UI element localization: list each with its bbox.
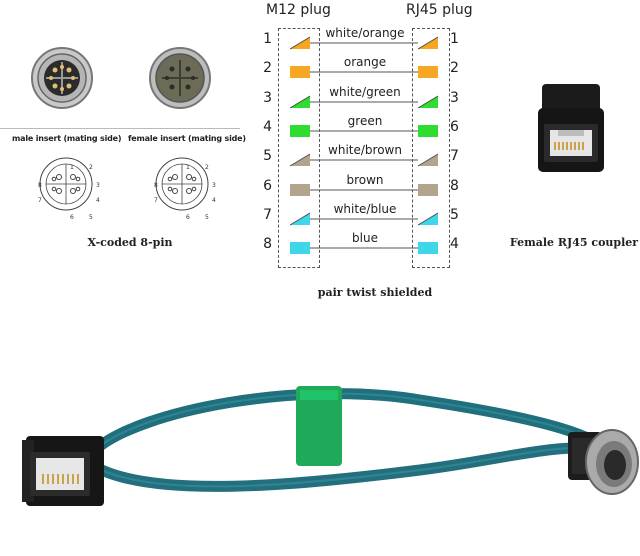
wire-color-label: white/orange	[325, 26, 405, 40]
pinout-pin-number: 8	[154, 182, 158, 189]
wire-color-swatch	[290, 66, 310, 79]
m12-pin-number: 8	[263, 236, 272, 253]
wire-color-swatch	[290, 124, 310, 137]
pinout-pin-number: 4	[212, 197, 216, 204]
pinout-pin-number: 5	[89, 214, 93, 221]
wire-color-label: white/green	[329, 84, 401, 99]
m12-connectors-panel: male insert (mating side) female insert …	[0, 0, 246, 260]
wire-color-swatch	[418, 242, 438, 255]
pinout-pin-number: 8	[38, 182, 42, 189]
wire-color-swatch	[290, 242, 310, 255]
m12-pin-number: 1	[263, 31, 272, 47]
wire-color-swatch	[418, 66, 438, 79]
wire-color-label: white/blue	[333, 201, 397, 216]
wiring-caption: pair twist shielded	[317, 286, 433, 299]
female-insert-label: female insert (mating side)	[128, 134, 246, 143]
pinout-pin-number: 5	[205, 214, 209, 221]
wire-color-label: brown	[346, 172, 384, 187]
male-insert-photo	[31, 47, 93, 109]
male-pinout-diagram	[39, 157, 93, 211]
m12-pin-number: 6	[263, 177, 272, 194]
pinout-pin-number: 1	[186, 164, 190, 171]
rj45-pin-number: 3	[450, 89, 459, 106]
wire-color-label: orange	[343, 55, 387, 70]
cable-loop-back	[89, 388, 606, 456]
wire-color-swatch	[418, 183, 438, 196]
rj45-pin-number: 2	[450, 60, 459, 77]
rj45-pin-number: 1	[450, 31, 459, 47]
pinout-pin-number: 2	[89, 164, 93, 171]
wire-line	[290, 183, 438, 196]
pinout-pin-number: 3	[96, 182, 100, 189]
m12-pin-box	[278, 28, 320, 268]
pinout-pin-number: 3	[212, 182, 216, 189]
wire-color-label: white/brown	[328, 143, 402, 158]
rj45-coupler-photo	[538, 84, 604, 172]
rj45-pin-number: 8	[450, 177, 459, 194]
wire-color-swatch	[418, 124, 438, 137]
female-insert-photo	[149, 47, 211, 109]
m12-pin-number: 7	[263, 206, 272, 223]
pinout-pin-number: 7	[154, 197, 158, 204]
wire-line	[290, 124, 438, 137]
pinout-pin-number: 2	[205, 164, 209, 171]
wire-color-label: blue	[352, 231, 378, 246]
female-pinout-diagram	[155, 157, 209, 211]
male-insert-label: male insert (mating side)	[12, 134, 122, 143]
pinout-pin-number: 6	[70, 214, 74, 221]
velcro-strap-icon	[296, 386, 342, 466]
wire-color-swatch	[290, 183, 310, 196]
coupler-caption: Female RJ45 coupler	[509, 236, 639, 249]
m12-plug-header: M12 plug	[266, 2, 331, 18]
wire-line	[290, 66, 438, 79]
rj45-pin-box	[412, 28, 450, 268]
m12-pin-number: 4	[263, 118, 272, 135]
pinout-pin-number: 6	[186, 214, 190, 221]
wire-color-label: green	[347, 113, 383, 128]
cable-assembly-photo	[22, 386, 639, 506]
wire-line	[290, 153, 439, 167]
rj45-pin-number: 6	[450, 118, 459, 135]
rj45-pin-number: 7	[450, 148, 459, 165]
m12-pin-number: 2	[263, 60, 272, 77]
wire-line	[290, 36, 439, 50]
divider-line	[0, 128, 240, 129]
coding-caption: X-coded 8-pin	[87, 236, 173, 249]
pinout-pin-number: 7	[38, 197, 42, 204]
wire-line	[290, 95, 439, 108]
rj45-plug-header: RJ45 plug	[406, 2, 473, 18]
pinout-pin-number: 1	[70, 164, 74, 171]
wire-line	[290, 242, 438, 255]
m12-pin-number: 5	[263, 148, 272, 165]
wire-line	[290, 212, 439, 226]
rj45-pin-number: 4	[450, 236, 459, 253]
pinout-pin-number: 4	[96, 197, 100, 204]
rj45-pin-number: 5	[450, 206, 459, 223]
m12-pin-number: 3	[263, 89, 272, 106]
